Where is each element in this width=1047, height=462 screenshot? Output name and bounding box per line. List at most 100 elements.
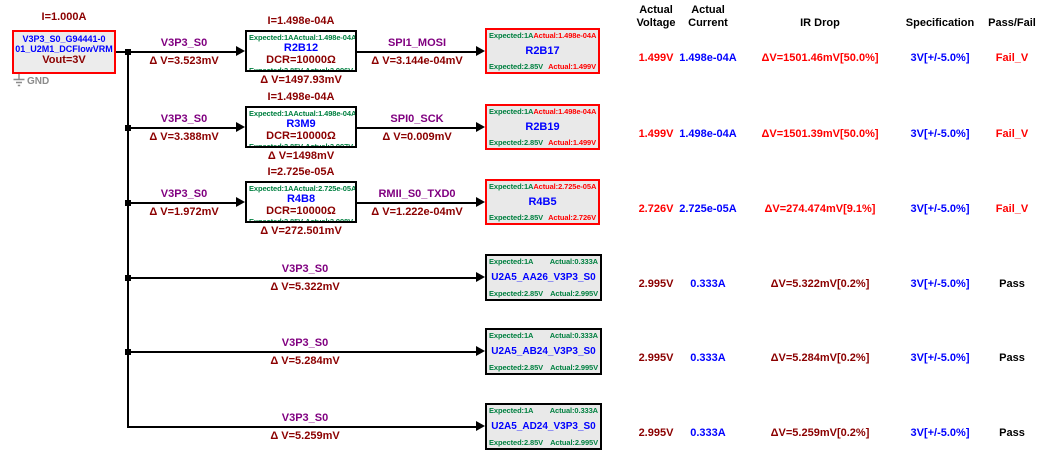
expected-current: Expected:1A <box>249 33 294 42</box>
delta-v-label: Δ V=3.144e-04mV <box>371 55 463 67</box>
wire <box>130 351 476 353</box>
cell-specification: 3V[+/-5.0%] <box>910 128 970 140</box>
junction-dot <box>125 349 131 355</box>
arrowhead-icon <box>476 272 485 282</box>
expected-current: Expected:1A <box>489 406 534 415</box>
endpoint-name: R2B17 <box>525 45 560 57</box>
resistor-dv-label: Δ V=1498mV <box>267 150 335 162</box>
actual-voltage: Actual:2.997V <box>305 142 353 148</box>
dcr-label: DCR=10000Ω <box>266 205 336 217</box>
resistor-name: R4B8 <box>286 193 316 205</box>
cell-ir-drop: ΔV=274.474mV[9.1%] <box>764 203 876 215</box>
cell-actual-voltage: 2.995V <box>638 352 674 364</box>
net-label: SPI0_SCK <box>390 113 444 125</box>
actual-current: Actual:0.333A <box>549 257 598 266</box>
endpoint-name: U2A5_AD24_V3P3_S0 <box>491 420 596 432</box>
delta-v-label: Δ V=5.284mV <box>270 355 340 367</box>
wire <box>357 202 476 204</box>
endpoint-name: U2A5_AA26_V3P3_S0 <box>491 271 596 283</box>
expected-current: Expected:1A <box>489 107 534 116</box>
vrm-source-box[interactable]: V3P3_S0_G94441-0 01_U2M1_DCFlowVRM Vout=… <box>12 30 116 74</box>
source-name-line2: 01_U2M1_DCFlowVRM <box>15 44 113 54</box>
expected-current: Expected:1A <box>489 257 534 266</box>
delta-v-label: Δ V=3.523mV <box>149 55 219 67</box>
source-name-line1: V3P3_S0_G94441-0 <box>22 34 106 44</box>
cell-ir-drop: ΔV=5.259mV[0.2%] <box>770 427 870 439</box>
actual-voltage: Actual:1.499V <box>548 62 596 71</box>
cell-passfail: Pass <box>999 352 1025 364</box>
expected-current: Expected:1A <box>249 109 294 118</box>
expected-voltage: Expected:2.85V <box>489 213 544 222</box>
net-label: V3P3_S0 <box>281 337 329 349</box>
cell-passfail: Fail_V <box>995 128 1029 140</box>
cell-passfail: Pass <box>999 278 1025 290</box>
dcr-label: DCR=10000Ω <box>266 130 336 142</box>
cell-actual-voltage: 1.499V <box>638 128 674 140</box>
arrowhead-icon <box>476 421 485 431</box>
resistor-current-label: I=1.498e-04A <box>267 15 335 27</box>
wire <box>130 277 476 279</box>
actual-current: Actual:0.333A <box>549 406 598 415</box>
cell-passfail: Fail_V <box>995 52 1029 64</box>
arrowhead-icon <box>476 46 485 56</box>
cell-specification: 3V[+/-5.0%] <box>910 278 970 290</box>
source-vout-label: Vout=3V <box>42 54 86 66</box>
arrowhead-icon <box>236 197 245 207</box>
resistor-dv-label: Δ V=1497.93mV <box>260 74 342 86</box>
net-label: V3P3_S0 <box>281 263 329 275</box>
net-label: SPI1_MOSI <box>387 37 447 49</box>
endpoint-box-u2a5-ad24[interactable]: Expected:1A Actual:0.333A U2A5_AD24_V3P3_… <box>485 403 602 450</box>
resistor-name: R3M9 <box>286 118 316 130</box>
resistor-name: R2B12 <box>283 42 319 54</box>
expected-voltage: Expected:2.85V <box>489 62 544 71</box>
column-header-passfail: Pass/Fail <box>988 17 1036 29</box>
delta-v-label: Δ V=3.388mV <box>149 131 219 143</box>
wire <box>130 51 237 53</box>
cell-ir-drop: ΔV=5.284mV[0.2%] <box>770 352 870 364</box>
resistor-current-label: I=2.725e-05A <box>267 166 335 178</box>
expected-current: Expected:1A <box>489 331 534 340</box>
delta-v-label: Δ V=5.322mV <box>270 281 340 293</box>
cell-actual-current: 1.498e-04A <box>679 52 737 64</box>
endpoint-name: U2A5_AB24_V3P3_S0 <box>491 345 596 357</box>
bus-wire <box>127 51 129 428</box>
actual-current: Actual:1.498e-04A <box>293 109 357 118</box>
column-header-actual-voltage-l1: Actual <box>639 4 673 16</box>
cell-actual-voltage: 2.726V <box>638 203 674 215</box>
cell-ir-drop: ΔV=5.322mV[0.2%] <box>770 278 870 290</box>
column-header-specification: Specification <box>905 17 975 29</box>
wire <box>128 426 476 428</box>
actual-current: Actual:1.498e-04A <box>293 33 357 42</box>
actual-voltage: Actual:1.499V <box>548 138 596 147</box>
expected-voltage: Expected:2.85V <box>249 217 304 223</box>
delta-v-label: Δ V=5.259mV <box>270 430 340 442</box>
expected-voltage: Expected:2.85V <box>489 438 544 447</box>
expected-voltage: Expected:2.85V <box>249 66 304 72</box>
arrowhead-icon <box>476 197 485 207</box>
endpoint-box-u2a5-aa26[interactable]: Expected:1A Actual:0.333A U2A5_AA26_V3P3_… <box>485 254 602 301</box>
expected-current: Expected:1A <box>489 31 534 40</box>
cell-specification: 3V[+/-5.0%] <box>910 427 970 439</box>
column-header-actual-current-l2: Current <box>688 17 728 29</box>
actual-voltage: Actual:2.998V <box>305 217 353 223</box>
junction-dot <box>125 200 131 206</box>
resistor-dv-label: Δ V=272.501mV <box>260 225 342 237</box>
cell-actual-current: 2.725e-05A <box>679 203 737 215</box>
expected-voltage: Expected:2.85V <box>249 142 304 148</box>
ground-icon <box>12 74 26 93</box>
cell-actual-current: 0.333A <box>690 278 726 290</box>
column-header-actual-current-l1: Actual <box>691 4 725 16</box>
cell-actual-current: 0.333A <box>690 352 726 364</box>
cell-ir-drop: ΔV=1501.46mV[50.0%] <box>761 52 879 64</box>
net-label: RMII_S0_TXD0 <box>378 188 456 200</box>
cell-specification: 3V[+/-5.0%] <box>910 203 970 215</box>
cell-actual-current: 0.333A <box>690 427 726 439</box>
